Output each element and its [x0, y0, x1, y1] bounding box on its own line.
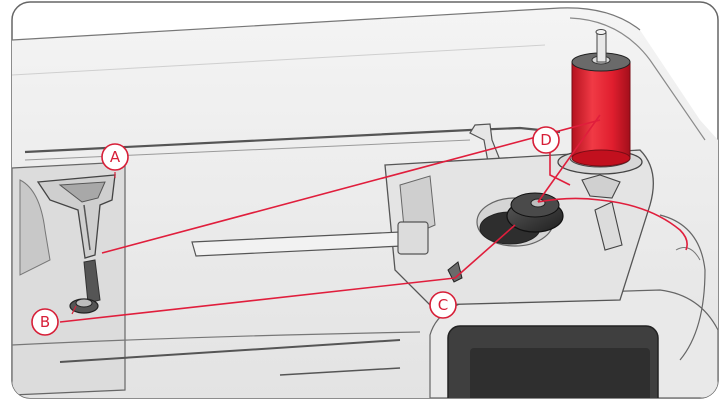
callout-b: B: [31, 308, 59, 336]
callout-d: D: [532, 126, 560, 154]
thread-path: [59, 114, 688, 323]
callout-leaders: [71, 172, 116, 315]
thread-spool: [571, 61, 631, 159]
callout-a: A: [101, 143, 129, 171]
callout-b-label: B: [40, 313, 50, 331]
callout-d-label: D: [540, 131, 552, 149]
callout-a-label: A: [110, 148, 121, 166]
callout-c: C: [429, 291, 457, 319]
spool-pin: [596, 31, 607, 63]
callout-c-label: C: [438, 296, 448, 314]
thread-guide-post: [469, 123, 501, 163]
